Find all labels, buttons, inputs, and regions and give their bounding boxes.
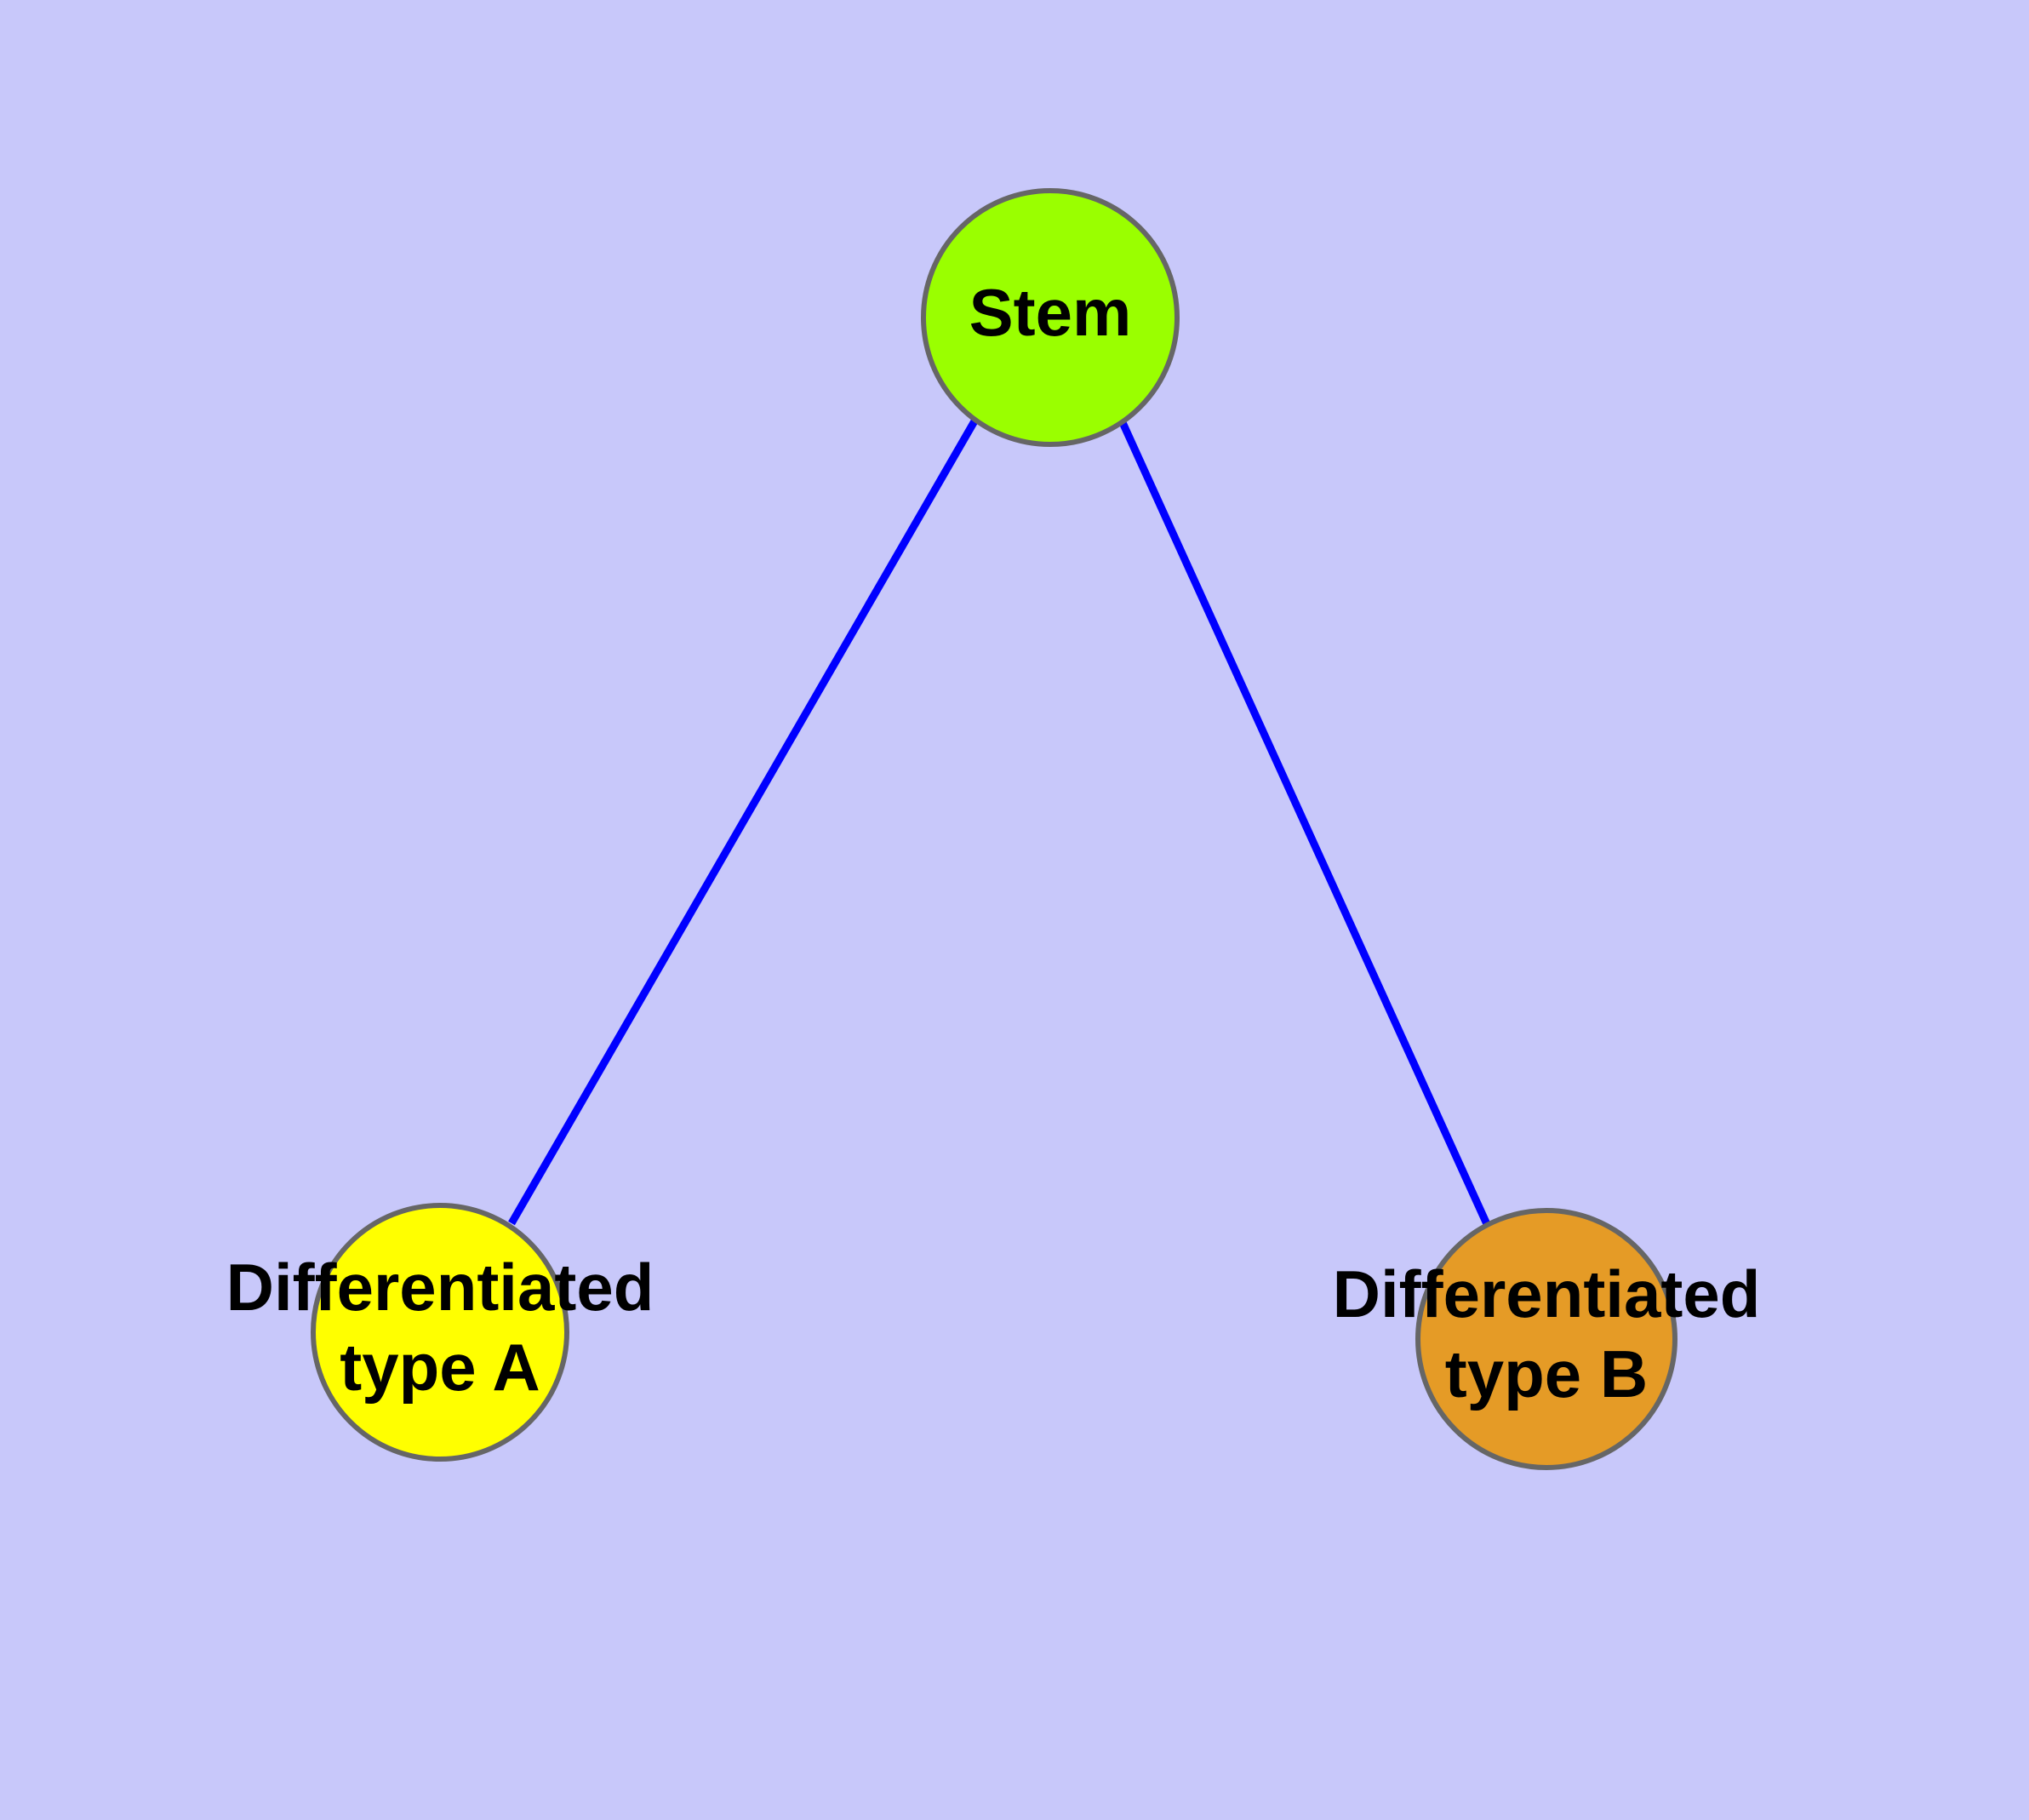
label-line: type A [340,1330,540,1405]
node-diff-b-circle[interactable] [1415,1208,1677,1470]
edge-stem-to-diff-b[interactable] [1117,417,1491,1226]
node-layer [311,188,1677,1470]
label-line: Differentiated [226,1250,654,1325]
edge-stem-to-diff-a[interactable] [508,417,979,1226]
label-line: Stem [969,275,1132,350]
label-line: type B [1445,1336,1648,1411]
node-diff-b[interactable] [1415,1208,1677,1470]
edge-layer [508,417,1491,1226]
node-stem-label: Stem [969,275,1132,350]
node-stem[interactable] [921,188,1180,447]
node-diff-a[interactable] [311,1203,569,1462]
label-line: Differentiated [1333,1256,1761,1331]
node-stem-circle[interactable] [921,188,1180,447]
node-diff-a-circle[interactable] [311,1203,569,1462]
